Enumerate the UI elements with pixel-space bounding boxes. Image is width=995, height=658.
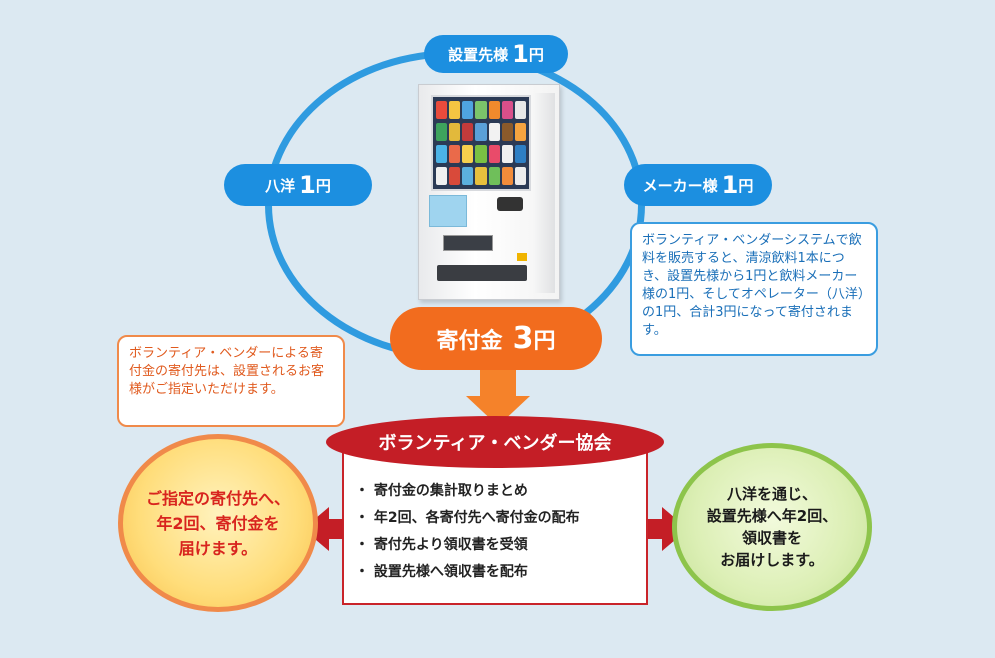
- list-item: ・ 寄付金の集計取りまとめ: [355, 483, 528, 499]
- list-item: ・ 寄付先より領収書を受領: [355, 537, 528, 553]
- down-arrow: [480, 370, 516, 396]
- donation-total-pill: 寄付金 3 円: [390, 307, 602, 370]
- donation-destination-note: ボランティア・ベンダーによる寄付金の寄付先は、設置されるお客様がご指定いただけま…: [117, 335, 345, 427]
- vending-machine-panel: [429, 195, 467, 227]
- system-explanation-box: ボランティア・ベンダーシステムで飲料を販売すると、清涼飲料1本につき、設置先様か…: [630, 222, 878, 356]
- list-item: ・ 年2回、各寄付先へ寄付金の配布: [355, 510, 580, 526]
- product-tray: [437, 265, 527, 281]
- association-title: ボランティア・ベンダー協会: [326, 416, 664, 468]
- receipt-delivery-circle: 八洋を通じ、 設置先様へ年2回、 領収書を お届けします。: [672, 443, 872, 611]
- pill-hachiyo: 八洋 1 円: [224, 164, 372, 206]
- vending-machine-display-window: [431, 95, 531, 191]
- pill-maker: メーカー様 1 円: [624, 164, 772, 206]
- donation-delivery-circle: ご指定の寄付先へ、 年2回、寄付金を 届けます。: [118, 434, 318, 612]
- vending-machine-counter: [443, 235, 493, 251]
- pill-location-owner: 設置先様 1 円: [424, 35, 568, 73]
- association-task-list: ・ 寄付金の集計取りまとめ ・ 年2回、各寄付先へ寄付金の配布 ・ 寄付先より領…: [355, 478, 645, 586]
- coin-slot: [497, 197, 523, 211]
- list-item: ・ 設置先様へ領収書を配布: [355, 564, 528, 580]
- vending-machine-image: [418, 84, 560, 300]
